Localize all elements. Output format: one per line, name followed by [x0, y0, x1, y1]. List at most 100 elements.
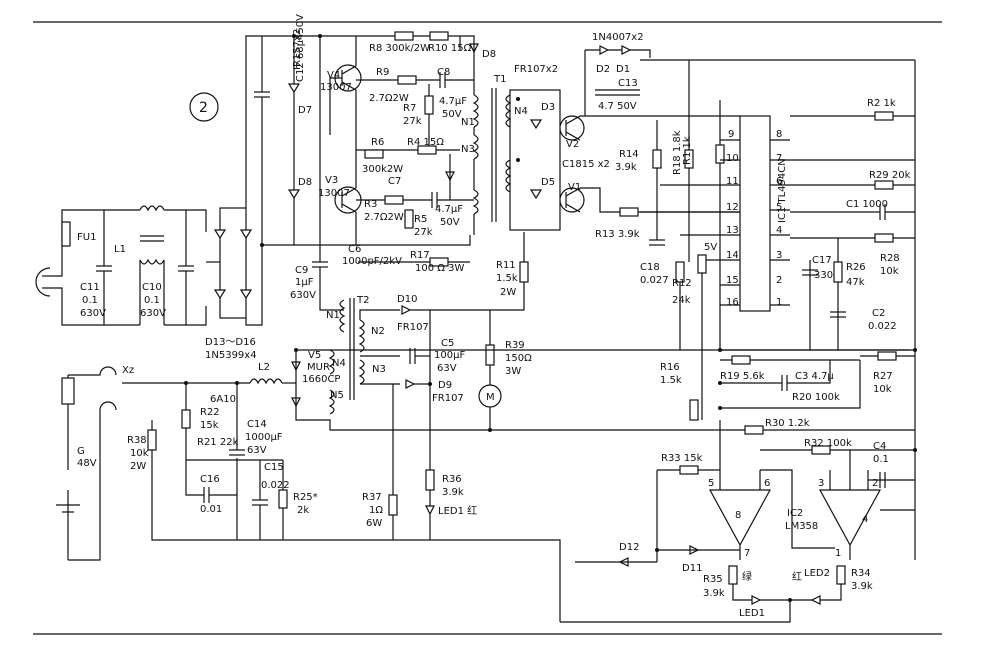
svg-text:14: 14: [726, 250, 739, 261]
svg-text:11: 11: [726, 176, 739, 187]
label: 0.027: [640, 275, 669, 286]
label: 100 Ω 3W: [415, 263, 464, 274]
label: 2W: [500, 287, 516, 298]
svg-text:6: 6: [776, 176, 782, 187]
label: LED1: [739, 608, 765, 619]
svg-text:IC1 TL494CN: IC1 TL494CN: [777, 158, 788, 223]
label: 10k: [873, 384, 892, 395]
label: D11: [682, 563, 702, 574]
label: M: [486, 392, 495, 403]
label: N3: [461, 144, 475, 155]
label: T2: [356, 295, 369, 306]
label: N1: [461, 117, 475, 128]
label: R27: [873, 371, 893, 382]
label: C16: [200, 474, 220, 485]
label: 1.5k: [660, 375, 682, 386]
label: C1815 x2: [562, 159, 610, 170]
label: FR107: [397, 322, 429, 333]
label: 5V: [704, 242, 717, 253]
label: 4.7μF: [435, 204, 463, 215]
label: G: [77, 446, 85, 457]
label: V2: [566, 139, 579, 150]
svg-text:4: 4: [862, 514, 868, 525]
label: N4: [332, 358, 346, 369]
svg-text:4: 4: [776, 225, 782, 236]
svg-text:8: 8: [776, 129, 782, 140]
label: C17: [812, 255, 832, 266]
label: 4.7 50V: [598, 101, 637, 112]
label: D8: [482, 49, 496, 60]
label: R5: [414, 214, 427, 225]
label: R36: [442, 474, 462, 485]
label: 6W: [366, 518, 382, 529]
label: 3.9k: [851, 581, 873, 592]
label: 63V: [437, 363, 457, 374]
label: 630V: [290, 290, 316, 301]
svg-text:10: 10: [726, 153, 739, 164]
svg-text:1: 1: [835, 548, 841, 559]
svg-text:5: 5: [776, 202, 782, 213]
label: R10 15Ω: [428, 43, 472, 54]
label: 0.01: [200, 504, 222, 515]
svg-text:3: 3: [776, 250, 782, 261]
label: N4: [514, 106, 528, 117]
label: D13～D16: [205, 337, 256, 348]
label: 2.7Ω2W: [364, 212, 404, 223]
svg-text:6: 6: [764, 478, 770, 489]
label: D1: [616, 64, 630, 75]
label: 3W: [505, 366, 521, 377]
svg-text:2: 2: [872, 478, 878, 489]
label: 24k: [672, 295, 691, 306]
label: 63V: [247, 445, 267, 456]
svg-text:2: 2: [776, 275, 782, 286]
label: 4.7μF: [439, 96, 467, 107]
svg-text:3: 3: [818, 478, 824, 489]
label: R33 15k: [661, 453, 703, 464]
label: L1: [114, 244, 126, 255]
label: N3: [372, 364, 386, 375]
label: C7: [388, 176, 401, 187]
label: IR157x2: [292, 29, 303, 70]
label: 1Ω: [369, 505, 383, 516]
svg-text:8: 8: [735, 510, 741, 521]
label: 3.9k: [615, 162, 637, 173]
label: C2: [872, 308, 885, 319]
label: R6: [371, 137, 384, 148]
label: V4: [327, 70, 340, 81]
label: C1 1000: [846, 199, 888, 210]
label: 10k: [130, 448, 149, 459]
svg-text:12: 12: [726, 202, 739, 213]
label: 1660CP: [302, 374, 340, 385]
label: R4 15Ω: [407, 137, 444, 148]
label: C8: [437, 67, 450, 78]
label: 630V: [140, 308, 166, 319]
label: 630V: [80, 308, 106, 319]
svg-text:7: 7: [776, 153, 782, 164]
label: N1: [326, 310, 340, 321]
label: 6A10: [210, 394, 236, 405]
label: 47k: [846, 277, 865, 288]
svg-text:IC2: IC2: [787, 508, 803, 519]
svg-text:16: 16: [726, 297, 739, 308]
label: R8 300k/2W: [369, 43, 430, 54]
label: FR107: [432, 393, 464, 404]
label: C10: [142, 282, 162, 293]
label: C9: [295, 265, 308, 276]
label: 330: [814, 270, 833, 281]
label: R18 1.8k: [672, 130, 683, 175]
label: C3 4.7μ: [795, 371, 834, 382]
svg-text:9: 9: [728, 129, 734, 140]
svg-text:1: 1: [776, 297, 782, 308]
label: V3: [325, 175, 338, 186]
label: 2W: [130, 461, 146, 472]
label: V1: [568, 182, 581, 193]
label: FU1: [77, 232, 96, 243]
label: C12 68μ450V: [295, 14, 306, 82]
label: R32 100k: [804, 438, 852, 449]
svg-text:5: 5: [708, 478, 714, 489]
label: N2: [371, 326, 385, 337]
label: R16: [660, 362, 680, 373]
label: 1N4007x2: [592, 32, 644, 43]
label: N5: [330, 390, 344, 401]
